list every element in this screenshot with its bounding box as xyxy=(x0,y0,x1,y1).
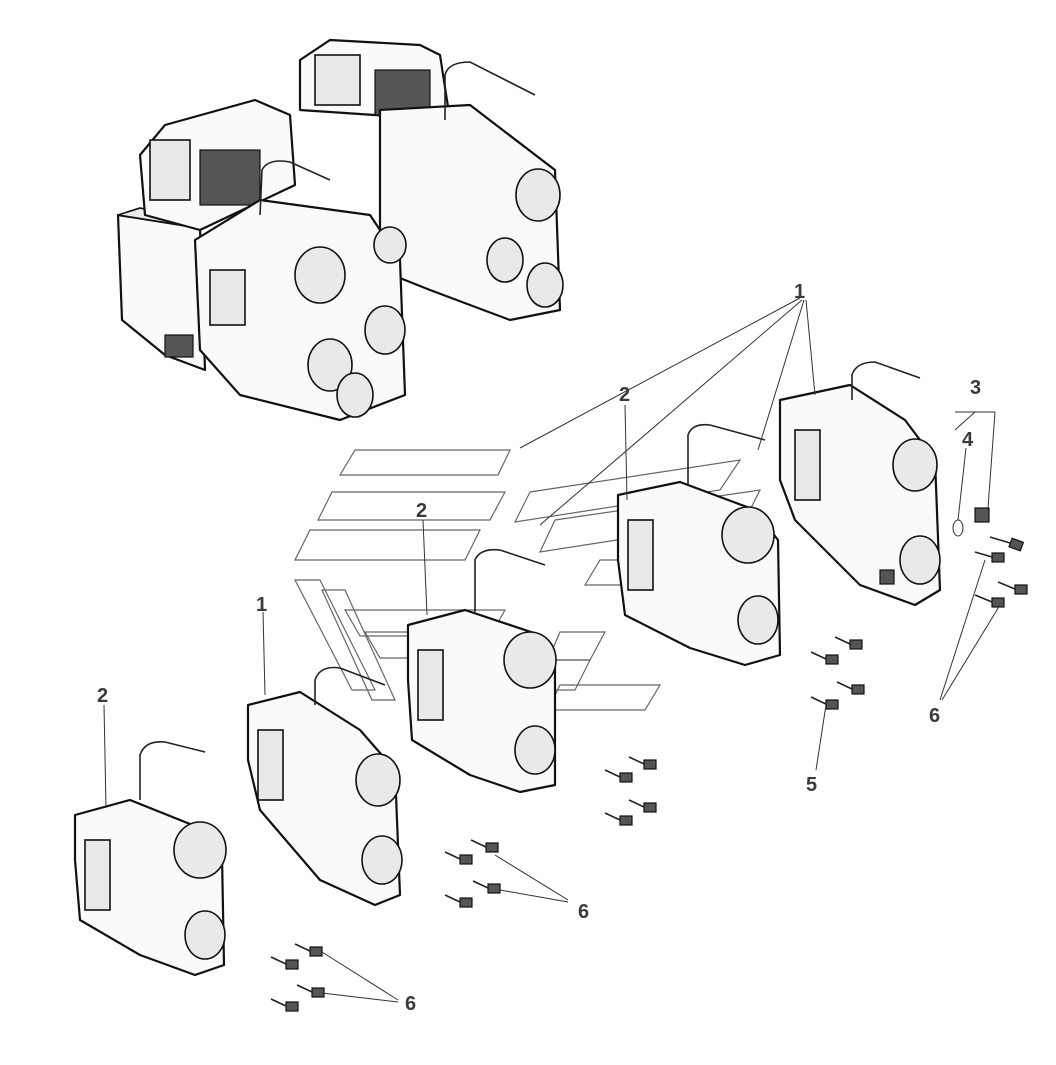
bolt xyxy=(472,880,501,894)
bolt xyxy=(834,636,863,650)
valve-section-1-front xyxy=(246,666,403,907)
leader-lines xyxy=(103,297,1001,1003)
bolt xyxy=(628,756,657,770)
washer-ring xyxy=(952,519,964,537)
bolt-group-5 xyxy=(810,636,865,710)
bolt xyxy=(270,998,299,1012)
bolt xyxy=(444,894,473,908)
bolt-group-right xyxy=(952,507,1028,608)
callout-labels: 1 1 2 2 2 3 4 5 6 6 6 xyxy=(97,281,981,1015)
bolt xyxy=(974,551,1005,563)
callout-1-lower: 1 xyxy=(256,594,267,616)
bolt xyxy=(294,943,323,957)
valve-section-2-middle xyxy=(406,548,557,794)
bolt xyxy=(270,956,299,970)
bolt-group-middle xyxy=(604,756,657,826)
bolt xyxy=(810,651,839,665)
callout-4: 4 xyxy=(962,429,974,451)
callout-6-bottom: 6 xyxy=(405,993,416,1015)
callout-6-middle: 6 xyxy=(578,901,589,923)
bolt xyxy=(470,839,499,853)
bolt xyxy=(628,799,657,813)
callout-2-right: 2 xyxy=(619,384,630,406)
callout-2-left: 2 xyxy=(97,685,108,707)
valve-section-1-rear xyxy=(778,361,942,607)
bolt xyxy=(810,696,839,710)
bolt xyxy=(296,984,325,998)
bolt xyxy=(444,851,473,865)
callout-2-middle: 2 xyxy=(416,500,427,522)
bolt xyxy=(604,812,633,826)
callout-3: 3 xyxy=(970,377,981,399)
bolt xyxy=(836,681,865,695)
bolt xyxy=(997,581,1028,595)
assembled-valve-block xyxy=(116,38,564,422)
valve-section-2-rear xyxy=(616,423,782,667)
callout-5: 5 xyxy=(806,774,817,796)
bolt xyxy=(974,594,1005,608)
bolt xyxy=(604,769,633,783)
plug xyxy=(974,507,990,523)
bolt-group-lower xyxy=(444,839,501,908)
callout-6-right: 6 xyxy=(929,705,940,727)
callout-1-upper: 1 xyxy=(794,281,805,303)
bolt xyxy=(989,536,1025,552)
valve-section-2-front xyxy=(73,740,227,977)
bolt-group-bottom xyxy=(270,943,325,1012)
